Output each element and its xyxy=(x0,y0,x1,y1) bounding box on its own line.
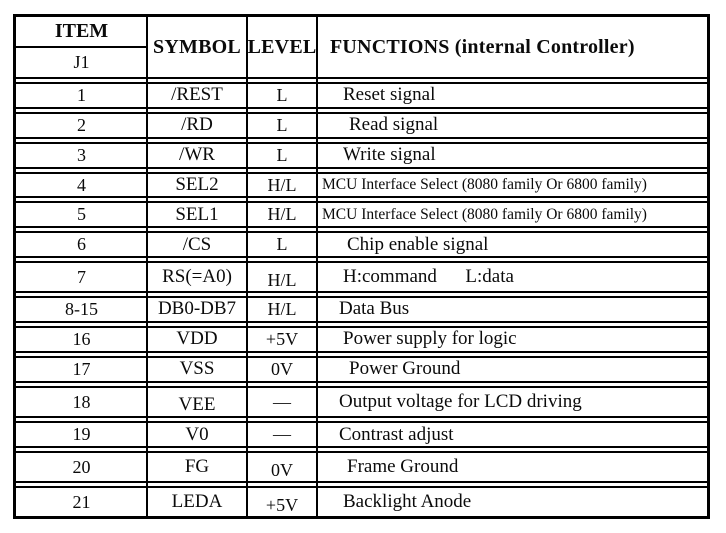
level-cell: — xyxy=(273,391,291,412)
item-cell: 17 xyxy=(72,358,91,379)
table-row: 19 V0 — Contrast adjust xyxy=(16,421,707,449)
function-cell: Reset signal xyxy=(343,84,436,106)
symbol-cell: V0 xyxy=(185,423,209,445)
item-cell: 1 xyxy=(77,84,86,105)
table-row: 5 SEL1 H/L MCU Interface Select (8080 fa… xyxy=(16,201,707,229)
item-cell: 19 xyxy=(72,424,91,445)
item-cell: 20 xyxy=(72,456,91,477)
function-cell: Frame Ground xyxy=(347,456,459,478)
function-cell: Chip enable signal xyxy=(347,233,489,255)
level-cell: L xyxy=(276,114,288,135)
item-cell: 7 xyxy=(77,266,86,287)
table-row: 3 /WR L Write signal xyxy=(16,141,707,169)
item-cell: 18 xyxy=(72,391,91,412)
level-cell: — xyxy=(273,424,291,445)
symbol-cell: /RD xyxy=(181,114,213,136)
symbol-cell: /REST xyxy=(171,84,223,106)
symbol-cell: FG xyxy=(184,456,210,478)
level-cell: H/L xyxy=(267,174,297,195)
level-cell: 0V xyxy=(271,358,293,379)
table-row: 18 VEE — Output voltage for LCD driving xyxy=(16,385,707,419)
function-cell: MCU Interface Select (8080 family Or 680… xyxy=(322,205,647,223)
column-divider-level-functions xyxy=(315,17,318,516)
item-cell: 4 xyxy=(77,174,86,195)
table-row: 4 SEL2 H/L MCU Interface Select (8080 fa… xyxy=(16,171,707,199)
level-cell: H/L xyxy=(267,204,297,225)
level-cell: +5V xyxy=(265,328,299,349)
header-functions-label: FUNCTIONS (internal Controller) xyxy=(330,35,635,58)
level-cell: +5V xyxy=(265,494,299,515)
table-row: 6 /CS L Chip enable signal xyxy=(16,231,707,259)
function-cell: H:command L:data xyxy=(343,266,514,288)
function-cell: Output voltage for LCD driving xyxy=(339,391,582,413)
level-cell: L xyxy=(276,84,288,105)
symbol-cell: /CS xyxy=(182,233,212,255)
level-cell: H/L xyxy=(267,269,297,290)
item-cell: 16 xyxy=(72,328,91,349)
item-cell: 8-15 xyxy=(65,298,98,319)
function-cell: Read signal xyxy=(349,114,439,136)
function-cell: Power supply for logic xyxy=(343,328,517,350)
item-cell: 6 xyxy=(77,234,86,255)
header-item-label: ITEM xyxy=(16,17,147,48)
symbol-cell: VEE xyxy=(178,394,216,416)
column-divider-item-symbol xyxy=(145,17,148,516)
item-cell: 21 xyxy=(72,491,91,512)
item-cell: 5 xyxy=(77,204,86,225)
symbol-cell: DB0-DB7 xyxy=(157,298,237,320)
function-cell: Power Ground xyxy=(349,358,461,380)
header-item-sublabel: J1 xyxy=(73,52,90,72)
function-cell: Contrast adjust xyxy=(339,423,454,445)
column-divider-symbol-level xyxy=(245,17,248,516)
table-row: 1 /REST L Reset signal xyxy=(16,82,707,109)
table-row: 7 RS(=A0) H/L H:command L:data xyxy=(16,261,707,294)
level-cell: L xyxy=(276,144,288,165)
table-row: 2 /RD L Read signal xyxy=(16,111,707,139)
item-cell: 2 xyxy=(77,114,86,135)
function-cell: MCU Interface Select (8080 family Or 680… xyxy=(322,176,647,193)
symbol-cell: VDD xyxy=(176,328,218,350)
table-row: 17 VSS 0V Power Ground xyxy=(16,355,707,383)
table-row: 8-15 DB0-DB7 H/L Data Bus xyxy=(16,296,707,323)
table-row: 20 FG 0V Frame Ground xyxy=(16,451,707,484)
header-symbol-label: SYMBOL xyxy=(153,35,241,58)
header-level-label: LEVEL xyxy=(247,35,317,58)
symbol-cell: SEL2 xyxy=(175,174,219,195)
symbol-cell: SEL1 xyxy=(175,203,219,225)
table-row: 21 LEDA +5V Backlight Anode xyxy=(16,486,707,516)
table-row: 16 VDD +5V Power supply for logic xyxy=(16,325,707,353)
function-cell: Data Bus xyxy=(339,298,410,320)
level-cell: L xyxy=(276,234,288,255)
function-cell: Write signal xyxy=(343,144,436,166)
symbol-cell: LEDA xyxy=(171,491,223,513)
function-cell: Backlight Anode xyxy=(343,491,472,513)
symbol-cell: VSS xyxy=(179,358,215,380)
header-item-cell: ITEM J1 xyxy=(16,17,147,77)
level-cell: H/L xyxy=(267,298,297,319)
level-cell: 0V xyxy=(271,459,293,480)
pin-function-table: ITEM J1 SYMBOL LEVEL FUNCTIONS (internal… xyxy=(13,14,710,519)
item-cell: 3 xyxy=(77,144,86,165)
symbol-cell: RS(=A0) xyxy=(162,266,232,288)
symbol-cell: /WR xyxy=(179,144,215,166)
table-header-row: ITEM J1 SYMBOL LEVEL FUNCTIONS (internal… xyxy=(16,17,707,79)
